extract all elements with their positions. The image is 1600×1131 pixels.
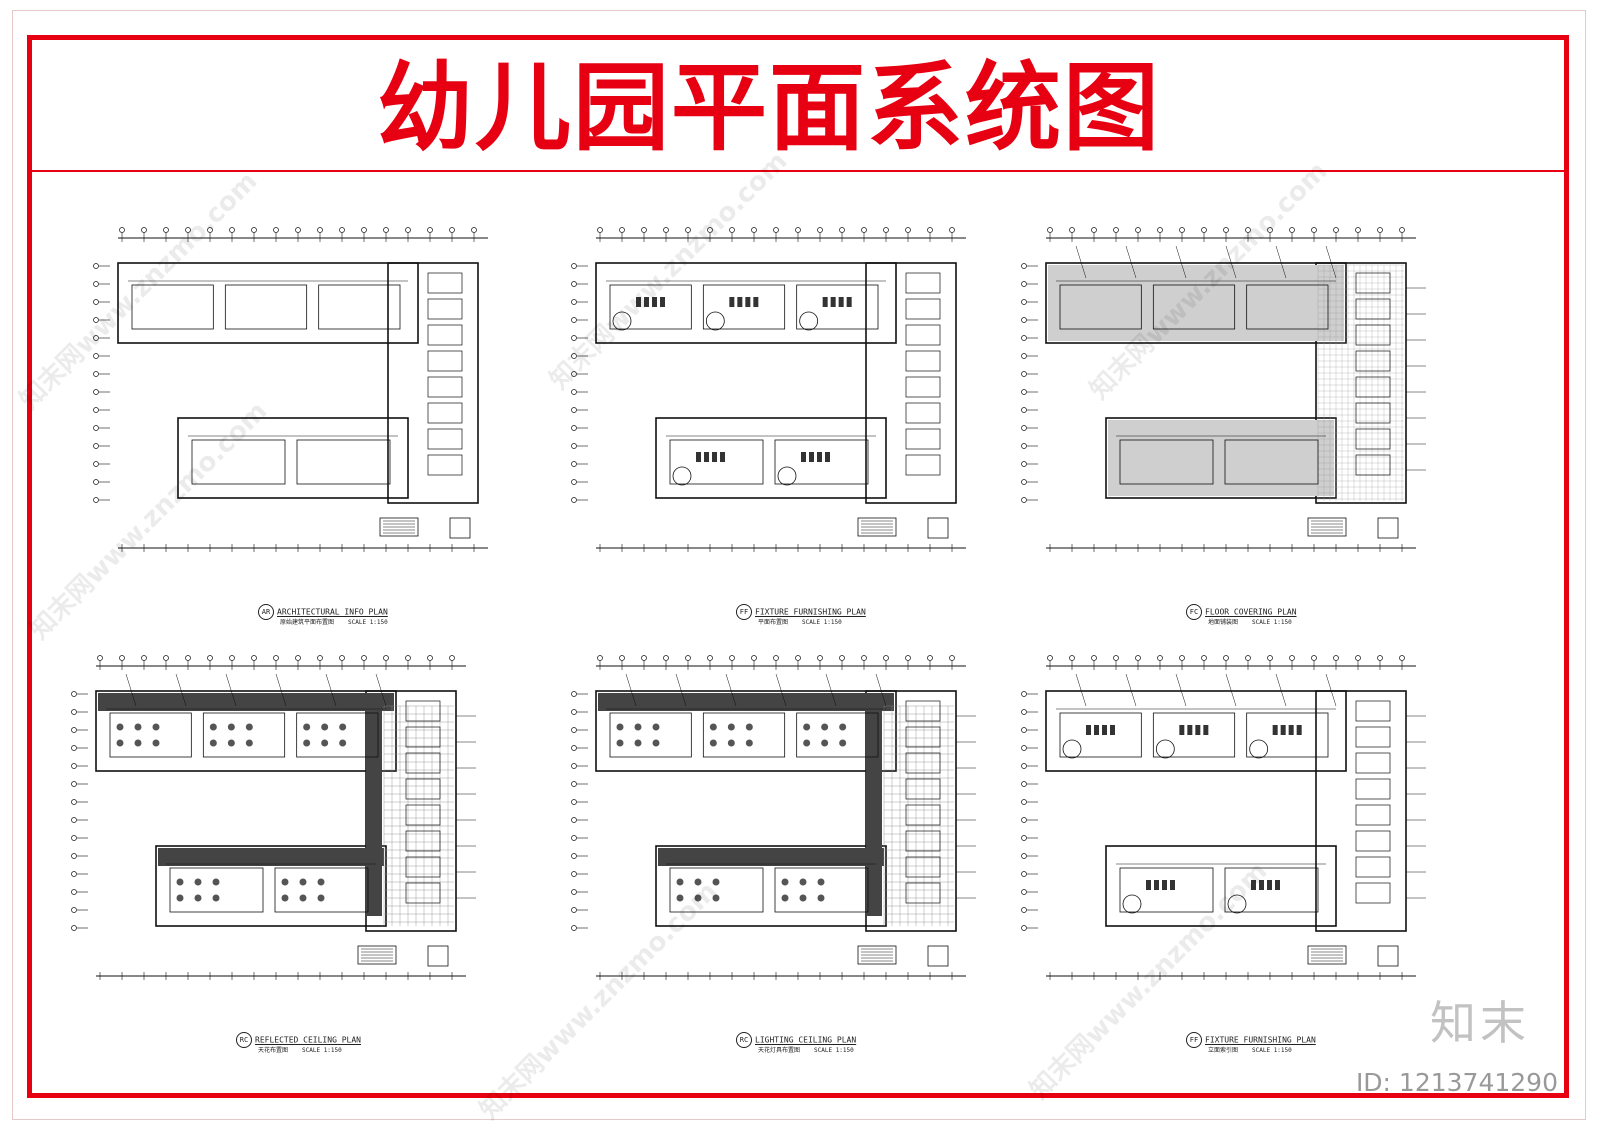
sheet-name: REFLECTED CEILING PLAN [255, 1035, 361, 1045]
sheet-scale: SCALE 1:150 [814, 1047, 854, 1054]
sheet-code: RC [236, 1032, 252, 1048]
sheet-name: FLOOR COVERING PLAN [1205, 607, 1297, 617]
page-title: 幼儿园平面系统图 [377, 52, 1161, 164]
sheet-code: FF [1186, 1032, 1202, 1048]
title-divider [32, 170, 1564, 172]
sheet-chinese-name: 平面布置图 [758, 619, 789, 626]
sheet-chinese-name: 原始建筑平面布置图 [280, 619, 335, 626]
sheet-chinese-name: 天花布置图 [258, 1047, 289, 1054]
sheet-name: LIGHTING CEILING PLAN [755, 1035, 857, 1045]
floor-plan-drawing [1021, 227, 1426, 552]
sheet-subtitle: 原始建筑平面布置图 SCALE 1:150 [280, 617, 388, 626]
sheet-name: ARCHITECTURAL INFO PLAN [277, 607, 388, 617]
sheet-code: AR [258, 604, 274, 620]
floor-plan-drawing [571, 227, 966, 552]
sheet-code: RC [736, 1032, 752, 1048]
floor-plan-drawing [71, 655, 476, 980]
sheet-chinese-name: 天花灯具布置图 [758, 1047, 801, 1054]
sheet-name: FIXTURE FURNISHING PLAN [755, 607, 866, 617]
sheet-subtitle: 平面布置图 SCALE 1:150 [758, 617, 866, 626]
sheet-scale: SCALE 1:150 [302, 1047, 342, 1054]
sheet-scale: SCALE 1:150 [1252, 619, 1292, 626]
floor-plan-drawing [571, 655, 976, 980]
sheet-code: FC [1186, 604, 1202, 620]
sheet-subtitle: 立面索引图 SCALE 1:150 [1208, 1045, 1316, 1054]
sheet-chinese-name: 地面铺装图 [1208, 619, 1239, 626]
sheet-scale: SCALE 1:150 [1252, 1047, 1292, 1054]
sheet-scale: SCALE 1:150 [802, 619, 842, 626]
sheet-subtitle: 天花布置图 SCALE 1:150 [258, 1045, 361, 1054]
floor-plan-drawing [93, 227, 488, 552]
sheet-code: FF [736, 604, 752, 620]
sheet-name: FIXTURE FURNISHING PLAN [1205, 1035, 1316, 1045]
outer-border [12, 10, 1586, 1120]
title-frame [27, 35, 1569, 1098]
brand-id: ID: 1213741290 [1355, 1068, 1558, 1097]
floor-plan-drawing [1021, 655, 1426, 980]
sheet-scale: SCALE 1:150 [348, 619, 388, 626]
sheet-subtitle: 天花灯具布置图 SCALE 1:150 [758, 1045, 856, 1054]
sheet-chinese-name: 立面索引图 [1208, 1047, 1239, 1054]
brand-logo: 知末 [1430, 996, 1530, 1050]
sheet-subtitle: 地面铺装图 SCALE 1:150 [1208, 617, 1297, 626]
